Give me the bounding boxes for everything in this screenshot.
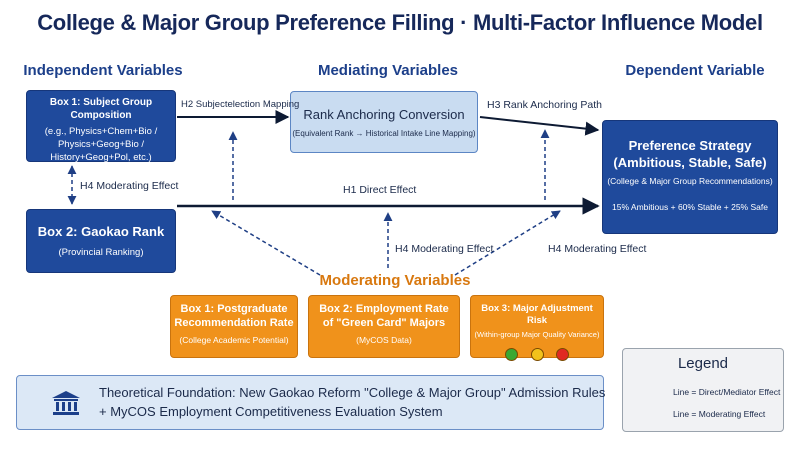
- gaokao-rank-sub: (Provincial Ranking): [58, 247, 144, 258]
- employment-title-1: Box 2: Employment Rate: [319, 303, 449, 315]
- strategy-ratio: 15% Ambitious + 60% Stable + 25% Safe: [612, 202, 768, 212]
- postgrad-sub: (College Academic Potential): [179, 335, 289, 345]
- adjustment-risk-sub: (Within-group Major Quality Variance): [474, 330, 600, 339]
- edge-label-h4-right: H4 Moderating Effect: [548, 243, 647, 255]
- h3-arrow: [479, 116, 600, 136]
- box-subject-group: Box 1: Subject Group Composition (e.g., …: [26, 90, 176, 163]
- rank-anchoring-title: Rank Anchoring Conversion: [303, 107, 465, 122]
- red-light-icon: [555, 348, 569, 362]
- header-moderating: Moderating Variables: [319, 272, 471, 289]
- strategy-sub: (College & Major Group Recommendations): [607, 176, 773, 186]
- box-postgrad: Box 1: Postgraduate Recommendation Rate …: [170, 295, 298, 358]
- header-dependent: Dependent Variable: [625, 62, 765, 79]
- subject-group-line-2: Physics+Geog+Bio /: [57, 139, 145, 150]
- employment-sub: (MyCOS Data): [356, 335, 412, 345]
- mod-to-left-arrow: [211, 210, 321, 276]
- header-mediating: Mediating Variables: [317, 62, 459, 79]
- strategy-title-1: Preference Strategy: [628, 138, 752, 153]
- strategy-title-2: (Ambitious, Stable, Safe): [613, 155, 767, 170]
- traffic-light-icon: [471, 346, 603, 364]
- institution-icon: [52, 391, 80, 415]
- subject-group-line-3: History+Geog+Pol, etc.): [50, 152, 152, 163]
- legend-dashed-label: Line = Moderating Effect: [673, 409, 766, 419]
- box-adjustment-risk: Box 3: Major Adjustment Risk (Within-gro…: [470, 295, 604, 362]
- postgrad-title-1: Box 1: Postgraduate: [180, 303, 288, 315]
- edge-label-h3: H3 Rank Anchoring Path: [487, 99, 602, 111]
- edge-label-h1: H1 Direct Effect: [343, 184, 417, 196]
- subject-group-title: Box 1: Subject Group Composition: [49, 97, 153, 121]
- edge-label-h4-mid: H4 Moderating Effect: [395, 243, 494, 255]
- edge-label-h2: H2 Subjectelection Mapping: [181, 99, 300, 110]
- gaokao-rank-title: Box 2: Gaokao Rank: [37, 224, 165, 239]
- edge-label-h4-left: H4 Moderating Effect: [80, 180, 179, 192]
- foundation-line-2: + MyCOS Employment Competitiveness Evalu…: [99, 404, 443, 419]
- header-independent: Independent Variables: [23, 62, 183, 79]
- box-rank-anchoring: Rank Anchoring Conversion (Equivalent Ra…: [290, 91, 478, 153]
- foundation-line-1: Theoretical Foundation: New Gaokao Refor…: [99, 385, 606, 400]
- box-employment: Box 2: Employment Rate of "Green Card" M…: [308, 295, 460, 358]
- legend-solid-label: Line = Direct/Mediator Effect: [673, 387, 781, 397]
- box-gaokao-rank: Box 2: Gaokao Rank (Provincial Ranking): [26, 209, 176, 273]
- employment-title-2: of "Green Card" Majors: [322, 317, 446, 329]
- postgrad-title-2: Recommendation Rate: [174, 317, 294, 329]
- diagram-title: College & Major Group Preference Filling…: [37, 10, 763, 35]
- legend-title: Legend: [677, 355, 729, 372]
- green-light-icon: [505, 348, 519, 362]
- rank-anchoring-sub: (Equivalent Rank → Historical Intake Lin…: [292, 129, 476, 138]
- adjustment-risk-title: Box 3: Major Adjustment Risk: [481, 303, 593, 326]
- yellow-light-icon: [530, 348, 544, 362]
- subject-group-line-1: (e.g., Physics+Chem+Bio /: [44, 126, 158, 137]
- theoretical-foundation: Theoretical Foundation: New Gaokao Refor…: [16, 375, 606, 430]
- box-preference-strategy: Preference Strategy (Ambitious, Stable, …: [602, 120, 778, 234]
- legend: Legend Line = Direct/Mediator Effect Lin…: [622, 348, 784, 432]
